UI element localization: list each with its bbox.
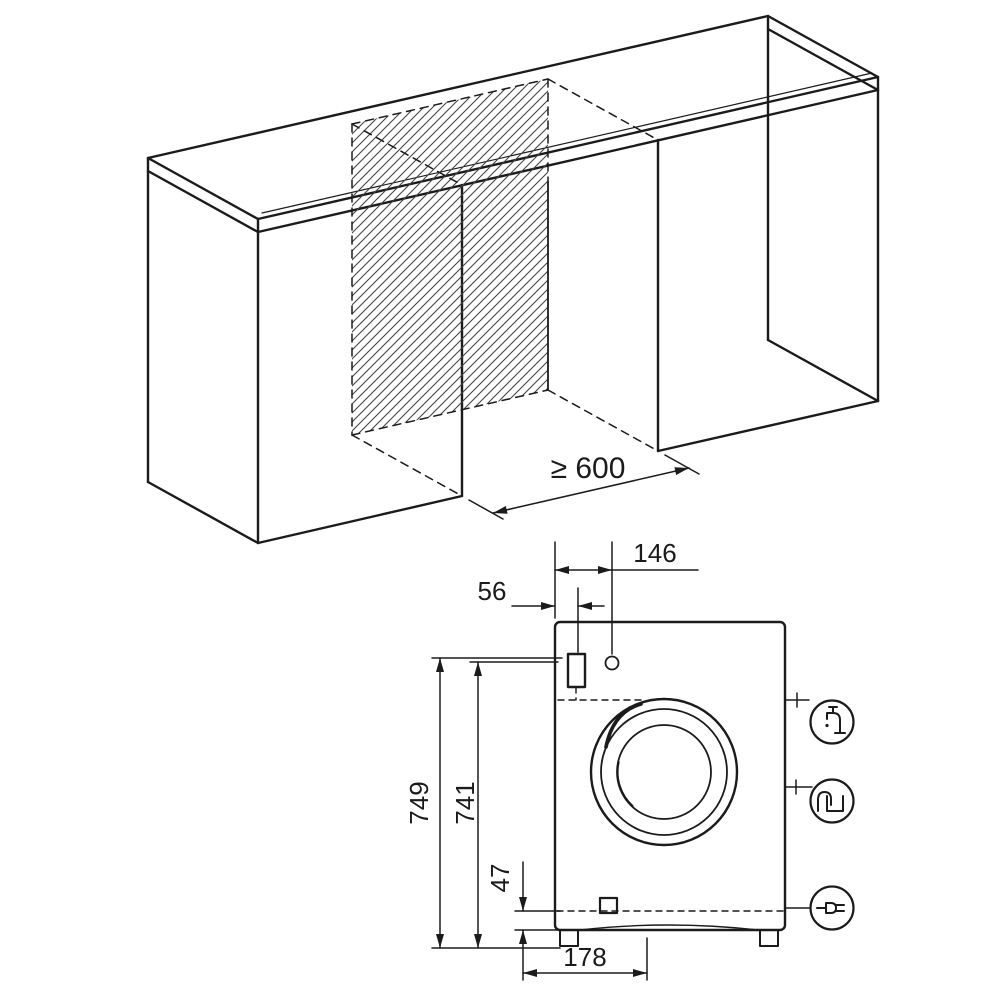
- machine-foot-left: [559, 929, 579, 947]
- dimension-749-label: 749: [404, 781, 434, 824]
- dimension-741: 741: [450, 661, 559, 949]
- connection-lines: [784, 692, 813, 909]
- dimension-178: 178: [522, 937, 648, 981]
- door-outer-ring: [589, 697, 739, 847]
- water-tap-icon: [809, 699, 855, 745]
- dimension-47: 47: [485, 861, 561, 981]
- dimension-line: [492, 467, 690, 514]
- washer-front-view: 146 56 749 741: [404, 538, 855, 981]
- dimension-741-label: 741: [450, 781, 480, 824]
- control-marker: [604, 655, 620, 671]
- dimension-56-label: 56: [478, 576, 507, 606]
- drain-icon: [809, 778, 855, 824]
- extension-line: [468, 499, 504, 520]
- niche-hidden-edges: [351, 78, 659, 497]
- dimension-47-label: 47: [485, 864, 515, 893]
- niche-back-wall-hatch: [352, 79, 548, 435]
- dimension-146-label: 146: [633, 538, 676, 568]
- extension-line: [664, 454, 700, 475]
- washer-body: [553, 620, 787, 932]
- power-plug-icon: [809, 885, 855, 931]
- door-handle: [604, 702, 643, 749]
- dimension-749: 749: [404, 657, 563, 949]
- niche-width-dimension: ≥ 600: [468, 452, 700, 520]
- dimension-178-label: 178: [563, 942, 606, 972]
- base-curve: [579, 924, 759, 931]
- cabinet-outline: [146, 14, 880, 545]
- drain-filter-flap: [598, 896, 619, 915]
- washer-door: [589, 697, 739, 847]
- door-mid-ring: [600, 708, 728, 836]
- door-glass-reflection: [617, 761, 634, 807]
- door-glass: [616, 724, 712, 820]
- machine-foot-right: [759, 929, 779, 947]
- arrowhead: [674, 467, 689, 475]
- niche-isometric-view: ≥ 600: [146, 14, 880, 545]
- arrowhead: [493, 506, 508, 514]
- internal-hose-hidden-line: [557, 686, 647, 701]
- dimension-146: 146: [554, 538, 699, 655]
- niche-width-label: ≥ 600: [551, 452, 626, 485]
- dimension-56: 56: [478, 576, 605, 653]
